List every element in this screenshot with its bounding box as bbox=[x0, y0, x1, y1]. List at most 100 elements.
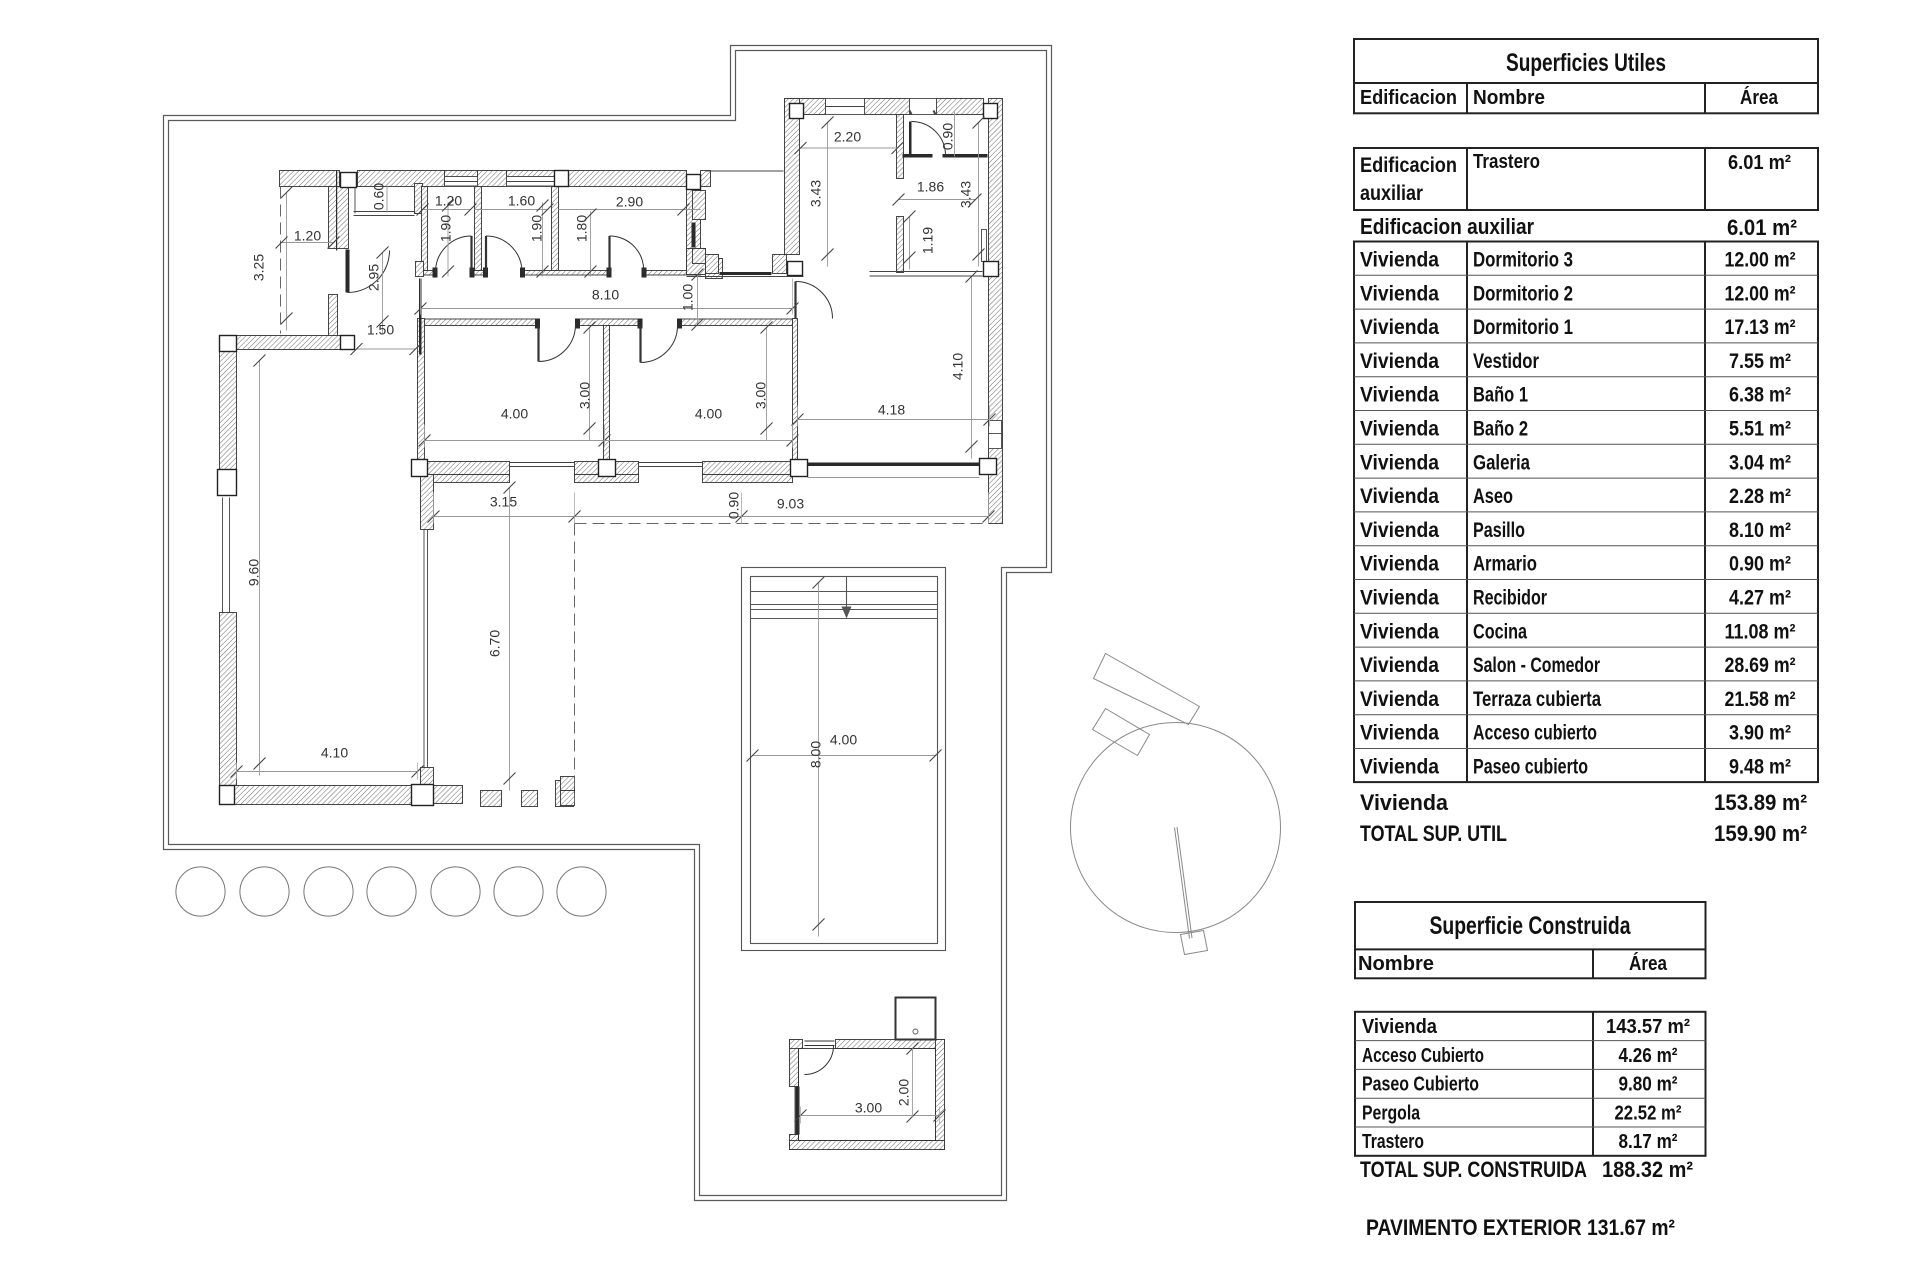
svg-text:0.90: 0.90 bbox=[940, 123, 956, 150]
svg-text:Acceso Cubierto: Acceso Cubierto bbox=[1362, 1045, 1484, 1067]
svg-text:1.60: 1.60 bbox=[508, 193, 535, 209]
svg-text:3.15: 3.15 bbox=[490, 494, 517, 510]
svg-text:Edificacion: Edificacion bbox=[1360, 87, 1457, 109]
svg-text:4.18: 4.18 bbox=[878, 402, 905, 418]
svg-text:Vivienda: Vivienda bbox=[1360, 451, 1439, 474]
svg-text:Pasillo: Pasillo bbox=[1473, 519, 1525, 542]
svg-text:Vivienda: Vivienda bbox=[1360, 654, 1439, 677]
svg-text:Trastero: Trastero bbox=[1473, 151, 1540, 173]
svg-text:3.04 m²: 3.04 m² bbox=[1729, 451, 1791, 474]
svg-text:3.43: 3.43 bbox=[958, 181, 974, 208]
svg-text:9.60: 9.60 bbox=[246, 559, 262, 586]
svg-text:1.90: 1.90 bbox=[529, 215, 545, 242]
svg-text:Salon - Comedor: Salon - Comedor bbox=[1473, 654, 1600, 677]
svg-text:21.58 m²: 21.58 m² bbox=[1725, 688, 1796, 711]
svg-text:Edificacion auxiliar: Edificacion auxiliar bbox=[1360, 214, 1534, 239]
svg-text:11.08 m²: 11.08 m² bbox=[1725, 620, 1796, 643]
svg-text:Vivienda: Vivienda bbox=[1360, 620, 1439, 643]
svg-text:Vivienda: Vivienda bbox=[1360, 519, 1439, 542]
svg-text:Trastero: Trastero bbox=[1362, 1131, 1424, 1153]
svg-text:TOTAL SUP. CONSTRUIDA: TOTAL SUP. CONSTRUIDA bbox=[1360, 1157, 1587, 1182]
svg-text:4.00: 4.00 bbox=[695, 406, 722, 422]
svg-text:Vivienda: Vivienda bbox=[1360, 485, 1439, 508]
svg-text:Vivienda: Vivienda bbox=[1360, 249, 1439, 272]
svg-text:3.43: 3.43 bbox=[808, 180, 824, 207]
svg-text:9.48 m²: 9.48 m² bbox=[1729, 756, 1791, 779]
svg-text:4.10: 4.10 bbox=[321, 745, 348, 761]
svg-text:4.26 m²: 4.26 m² bbox=[1619, 1045, 1678, 1067]
svg-text:Dormitorio 2: Dormitorio 2 bbox=[1473, 282, 1573, 305]
svg-text:1.86: 1.86 bbox=[917, 179, 944, 195]
svg-text:Vivienda: Vivienda bbox=[1360, 316, 1439, 339]
svg-text:1.20: 1.20 bbox=[294, 228, 321, 244]
svg-text:2.00: 2.00 bbox=[896, 1079, 912, 1106]
svg-text:Armario: Armario bbox=[1473, 553, 1537, 576]
svg-text:Vestidor: Vestidor bbox=[1473, 350, 1539, 373]
svg-text:Aseo: Aseo bbox=[1473, 485, 1513, 508]
svg-text:1.90: 1.90 bbox=[438, 215, 454, 242]
svg-text:4.27 m²: 4.27 m² bbox=[1729, 587, 1791, 610]
svg-text:Baño 1: Baño 1 bbox=[1473, 384, 1528, 407]
svg-text:3.00: 3.00 bbox=[753, 382, 769, 409]
svg-text:0.90: 0.90 bbox=[726, 492, 742, 519]
svg-text:5.51 m²: 5.51 m² bbox=[1729, 418, 1791, 441]
svg-text:Pergola: Pergola bbox=[1362, 1102, 1421, 1124]
svg-text:Cocina: Cocina bbox=[1473, 620, 1527, 643]
svg-text:Dormitorio 1: Dormitorio 1 bbox=[1473, 316, 1573, 339]
svg-text:8.10 m²: 8.10 m² bbox=[1729, 519, 1791, 542]
svg-text:Área: Área bbox=[1629, 952, 1668, 975]
svg-text:Recibidor: Recibidor bbox=[1473, 587, 1547, 610]
svg-text:9.80 m²: 9.80 m² bbox=[1619, 1074, 1678, 1096]
svg-text:Vivienda: Vivienda bbox=[1360, 790, 1449, 815]
svg-text:28.69 m²: 28.69 m² bbox=[1725, 654, 1796, 677]
svg-text:4.10: 4.10 bbox=[950, 353, 966, 380]
svg-text:TOTAL SUP. UTIL: TOTAL SUP. UTIL bbox=[1360, 821, 1507, 846]
svg-text:Edificacion: Edificacion bbox=[1360, 154, 1457, 177]
svg-text:2.20: 2.20 bbox=[834, 129, 861, 145]
svg-text:3.00: 3.00 bbox=[577, 382, 593, 409]
svg-text:0.60: 0.60 bbox=[371, 183, 387, 210]
svg-text:Vivienda: Vivienda bbox=[1360, 350, 1439, 373]
svg-text:9.03: 9.03 bbox=[777, 496, 804, 512]
svg-text:4.00: 4.00 bbox=[830, 732, 857, 748]
svg-text:Vivienda: Vivienda bbox=[1360, 688, 1439, 711]
svg-text:1.19: 1.19 bbox=[920, 227, 936, 254]
svg-text:Vivienda: Vivienda bbox=[1360, 756, 1439, 779]
svg-text:1.80: 1.80 bbox=[574, 215, 590, 242]
svg-text:188.32 m²: 188.32 m² bbox=[1602, 1157, 1693, 1182]
svg-text:6.70: 6.70 bbox=[487, 630, 503, 657]
svg-text:Acceso cubierto: Acceso cubierto bbox=[1473, 722, 1597, 745]
svg-text:3.25: 3.25 bbox=[251, 254, 267, 281]
svg-text:12.00 m²: 12.00 m² bbox=[1725, 282, 1796, 305]
svg-text:Paseo cubierto: Paseo cubierto bbox=[1473, 756, 1588, 779]
svg-text:2.28 m²: 2.28 m² bbox=[1729, 485, 1791, 508]
svg-text:2.95: 2.95 bbox=[366, 264, 382, 291]
svg-text:143.57 m²: 143.57 m² bbox=[1606, 1016, 1690, 1038]
svg-text:Área: Área bbox=[1740, 86, 1779, 109]
svg-text:4.00: 4.00 bbox=[501, 406, 528, 422]
svg-text:6.38 m²: 6.38 m² bbox=[1729, 384, 1791, 407]
svg-text:159.90 m²: 159.90 m² bbox=[1714, 821, 1807, 846]
svg-text:6.01 m²: 6.01 m² bbox=[1727, 215, 1797, 240]
svg-text:12.00 m²: 12.00 m² bbox=[1725, 249, 1796, 272]
svg-text:8.17 m²: 8.17 m² bbox=[1619, 1131, 1678, 1153]
svg-text:Galeria: Galeria bbox=[1473, 451, 1530, 474]
svg-text:8.10: 8.10 bbox=[592, 287, 619, 303]
svg-text:PAVIMENTO EXTERIOR 131.67 m²: PAVIMENTO EXTERIOR 131.67 m² bbox=[1366, 1215, 1675, 1240]
svg-text:Paseo Cubierto: Paseo Cubierto bbox=[1362, 1074, 1479, 1096]
svg-text:Vivienda: Vivienda bbox=[1360, 587, 1439, 610]
svg-text:Vivienda: Vivienda bbox=[1360, 553, 1439, 576]
svg-text:Terraza cubierta: Terraza cubierta bbox=[1473, 688, 1601, 711]
svg-text:1.00: 1.00 bbox=[680, 284, 696, 311]
svg-text:1.50: 1.50 bbox=[367, 322, 394, 338]
svg-text:Vivienda: Vivienda bbox=[1360, 722, 1439, 745]
svg-text:6.01 m²: 6.01 m² bbox=[1728, 152, 1791, 174]
svg-text:Dormitorio 3: Dormitorio 3 bbox=[1473, 249, 1573, 272]
svg-text:17.13 m²: 17.13 m² bbox=[1725, 316, 1796, 339]
svg-text:1.20: 1.20 bbox=[435, 193, 462, 209]
svg-text:3.00: 3.00 bbox=[855, 1100, 882, 1116]
svg-text:Nombre: Nombre bbox=[1358, 953, 1434, 975]
svg-text:Baño 2: Baño 2 bbox=[1473, 418, 1528, 441]
svg-text:Vivienda: Vivienda bbox=[1360, 282, 1439, 305]
svg-text:2.90: 2.90 bbox=[616, 194, 643, 210]
